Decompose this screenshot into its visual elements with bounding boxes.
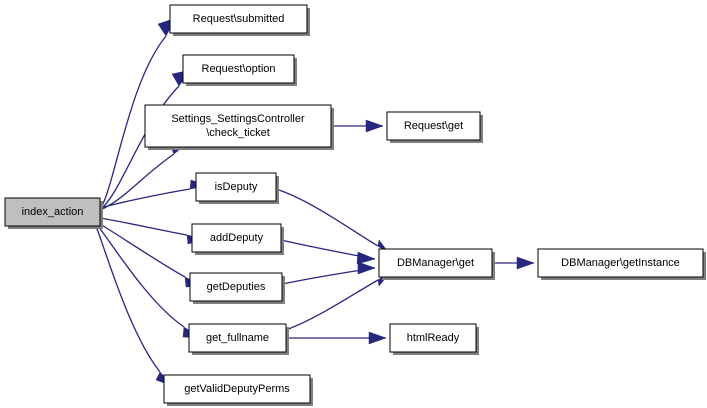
node-label: isDeputy <box>215 181 258 193</box>
call-edge-get_fullname-to-htmlready <box>286 331 387 345</box>
call-edge-adddeputy-to-dbmanager_get <box>280 239 376 265</box>
node-label: htmlReady <box>407 332 460 344</box>
graph-node-htmlready[interactable]: htmlReady <box>389 323 479 355</box>
node-rect[interactable] <box>188 323 287 353</box>
edge-line <box>275 188 379 247</box>
node-label: Request\get <box>404 120 463 132</box>
node-rect[interactable] <box>189 272 283 302</box>
node-rect[interactable] <box>195 172 277 202</box>
graph-node-settings_check_ticket[interactable]: Settings_SettingsController \check_ticket <box>144 104 334 150</box>
arrowhead-icon <box>516 256 535 270</box>
graph-node-get_fullname[interactable]: get_fullname <box>188 323 289 355</box>
edge-line <box>99 153 175 211</box>
node-label: get_fullname <box>206 332 269 344</box>
graph-node-index_action[interactable]: index_action <box>4 197 103 229</box>
edge-line <box>99 188 191 209</box>
graph-node-request_option[interactable]: Request\option <box>182 54 297 86</box>
call-edge-getdeputies-to-dbmanager_get <box>281 261 376 285</box>
node-rect[interactable] <box>4 197 101 227</box>
edge-line <box>99 217 188 236</box>
node-label: DBManager\getInstance <box>561 257 680 269</box>
node-label: addDeputy <box>210 232 264 244</box>
node-label: DBManager\get <box>397 257 474 269</box>
node-label: \check_ticket <box>206 127 270 139</box>
node-rect[interactable] <box>386 111 481 141</box>
node-rect[interactable] <box>378 248 493 278</box>
arrowhead-icon <box>357 261 376 275</box>
graph-node-getvaliddeputyperms[interactable]: getValidDeputyPerms <box>163 374 313 406</box>
node-label: Request\option <box>202 63 276 75</box>
call-edge-index_action-to-settings_check_ticket <box>99 141 190 211</box>
node-label: Settings_SettingsController <box>171 113 305 125</box>
call-edge-index_action-to-getdeputies <box>99 223 204 288</box>
call-edge-isdeputy-to-dbmanager_get <box>275 188 393 258</box>
node-rect[interactable] <box>163 374 311 404</box>
node-label: getDeputies <box>207 281 266 293</box>
node-label: Request\submitted <box>193 13 285 25</box>
graph-node-dbmanager_getinstance[interactable]: DBManager\getInstance <box>537 248 706 280</box>
call-edge-get_fullname-to-dbmanager_get <box>285 269 393 331</box>
graph-node-isdeputy[interactable]: isDeputy <box>195 172 279 204</box>
edge-line <box>95 225 161 373</box>
call-edge-dbmanager_get-to-dbmanager_getinstance <box>492 256 535 270</box>
arrowhead-icon <box>368 331 387 345</box>
arrowhead-icon <box>365 119 384 133</box>
node-rect[interactable] <box>169 4 308 34</box>
call-edge-index_action-to-isdeputy <box>99 179 209 209</box>
edge-line <box>285 279 379 331</box>
edge-line <box>101 35 167 207</box>
node-rect[interactable] <box>389 323 477 353</box>
node-rect[interactable] <box>191 223 282 253</box>
node-rect[interactable] <box>144 104 332 148</box>
nodes-layer: index_action Request\submittedRequest\opt… <box>4 4 706 406</box>
node-label: index_action <box>22 206 84 218</box>
graph-node-adddeputy[interactable]: addDeputy <box>191 223 284 255</box>
call-edge-index_action-to-getvaliddeputyperms <box>95 225 174 387</box>
arrowhead-icon <box>356 251 376 265</box>
call-edge-index_action-to-adddeputy <box>99 217 206 245</box>
node-rect[interactable] <box>537 248 704 278</box>
node-label: getValidDeputyPerms <box>184 383 290 395</box>
node-rect[interactable] <box>182 54 295 84</box>
edge-line <box>97 225 185 328</box>
graph-node-dbmanager_get[interactable]: DBManager\get <box>378 248 495 280</box>
call-edge-settings_check_ticket-to-request_get <box>331 119 384 133</box>
edge-line <box>101 85 180 209</box>
edge-line <box>99 223 186 278</box>
graph-node-request_submitted[interactable]: Request\submitted <box>169 4 310 36</box>
graph-node-request_get[interactable]: Request\get <box>386 111 483 143</box>
graph-node-getdeputies[interactable]: getDeputies <box>189 272 285 304</box>
